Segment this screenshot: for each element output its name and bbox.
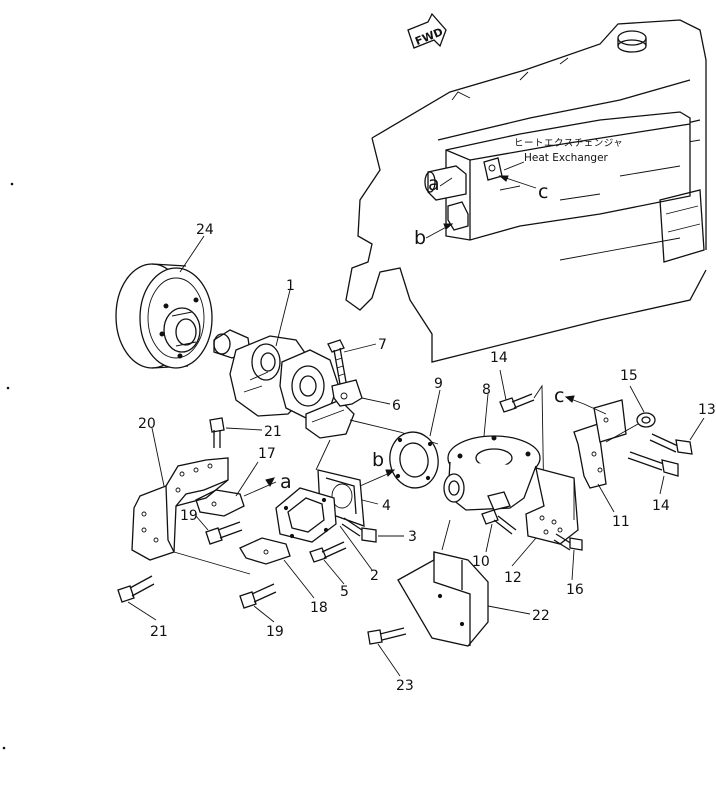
part-number-1: 1 — [286, 278, 295, 294]
part-number-2: 2 — [370, 568, 379, 584]
gasket-part-2 — [275, 487, 337, 543]
bracket-part-20 — [131, 457, 229, 561]
connection-letter-b-top: b — [414, 227, 426, 249]
bolt-part-10 — [481, 509, 517, 535]
connection-letter-c-top: c — [538, 181, 548, 203]
heat-exchanger-label-en: Heat Exchanger — [524, 152, 609, 164]
connection-letter-a-bottom: a — [280, 471, 292, 493]
bolt-part-16 — [553, 533, 583, 551]
part-number-5: 5 — [340, 584, 349, 600]
part-number-14-upper: 14 — [490, 350, 508, 366]
bolt-part-13 — [649, 433, 693, 455]
bracket-part-11 — [573, 399, 627, 489]
part-number-9: 9 — [434, 376, 443, 392]
part-number-21-upper: 21 — [264, 424, 282, 440]
connection-letter-b-bottom: b — [372, 449, 384, 471]
pulley-part-24 — [115, 263, 213, 369]
part-number-23: 23 — [396, 678, 414, 694]
part-number-19-lower: 19 — [266, 624, 284, 640]
part-number-20: 20 — [138, 416, 156, 432]
part-number-22: 22 — [532, 608, 550, 624]
part-number-12: 12 — [504, 570, 522, 586]
bolt-part-5 — [309, 541, 347, 563]
bolt-part-21-upper — [209, 417, 225, 448]
part-number-17: 17 — [258, 446, 276, 462]
connection-letter-c-bottom: c — [554, 385, 564, 407]
bolt-part-14-upper — [499, 393, 535, 413]
bolt-part-23 — [367, 627, 407, 645]
part-number-13: 13 — [698, 402, 716, 418]
connection-letter-a-top: a — [428, 173, 440, 195]
gasket-part-9 — [389, 431, 439, 489]
fwd-arrow-icon: FWD — [407, 12, 447, 49]
engine-block — [345, 19, 707, 363]
part-number-10: 10 — [472, 554, 490, 570]
part-number-16: 16 — [566, 582, 584, 598]
bracket-part-12 — [525, 467, 579, 545]
part-number-8: 8 — [482, 382, 491, 398]
part-number-3: 3 — [408, 529, 417, 545]
part-number-6: 6 — [392, 398, 401, 414]
bolt-part-3 — [341, 517, 377, 543]
cover-part-22 — [397, 551, 489, 647]
part-number-15: 15 — [620, 368, 638, 384]
part-number-7: 7 — [378, 337, 387, 353]
bracket-part-18 — [239, 537, 291, 565]
bolt-part-7 — [327, 339, 347, 385]
heat-exchanger-label-jp: ヒートエクスチェンジャ — [514, 138, 623, 149]
part-number-19-upper: 19 — [180, 508, 198, 524]
part-number-24: 24 — [196, 222, 214, 238]
part-number-14-lower: 14 — [652, 498, 670, 514]
part-number-21-lower: 21 — [150, 624, 168, 640]
part-number-4: 4 — [382, 498, 391, 514]
elbow-part-8 — [443, 435, 541, 511]
bracket-part-6 — [331, 379, 363, 407]
bolt-part-19-upper — [205, 521, 243, 545]
part-number-11: 11 — [612, 514, 630, 530]
nut-part-15 — [636, 412, 656, 428]
bolt-part-14-lower — [627, 451, 679, 477]
bolt-part-21-lower — [117, 575, 155, 603]
turbocharger-part-1 — [213, 329, 355, 439]
part-number-18: 18 — [310, 600, 328, 616]
bracket-part-17 — [195, 489, 245, 517]
bolt-part-19-lower — [239, 583, 277, 609]
